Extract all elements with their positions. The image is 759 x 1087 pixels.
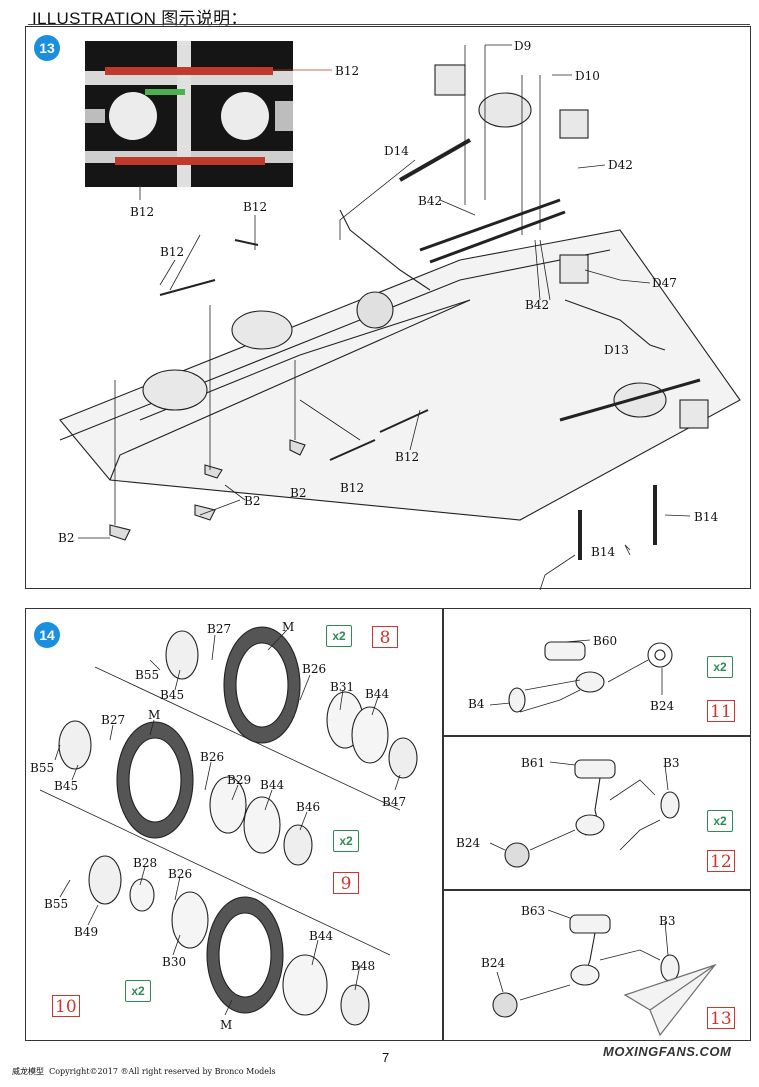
label-b30: B30 — [162, 955, 187, 969]
label-b48: B48 — [351, 959, 376, 973]
label-b4: B4 — [468, 697, 485, 711]
label-b44-a: B44 — [365, 687, 390, 701]
label-b2-a: B2 — [290, 486, 307, 500]
label-d47: D47 — [652, 276, 677, 290]
label-b14-b: B14 — [591, 545, 616, 559]
label-b12-d: B12 — [340, 481, 365, 495]
reference-photo-drawing — [85, 41, 293, 187]
label-b2-c: B2 — [58, 531, 75, 545]
watermark: MOXINGFANS.COM — [603, 1044, 732, 1059]
label-d14: D14 — [384, 144, 409, 158]
label-b45-a: B45 — [160, 688, 185, 702]
footer-copyright: 威龙模型 Copyright©2017 ®All right reserved … — [12, 1066, 276, 1077]
label-b49: B49 — [74, 925, 99, 939]
qty-badge-12: x2 — [707, 810, 733, 832]
label-b55-a: B55 — [135, 668, 160, 682]
qty-badge-10: x2 — [125, 980, 151, 1002]
set-box-8: 8 — [372, 626, 398, 648]
label-b24-sub12: B24 — [456, 836, 481, 850]
label-b12-photo-top: B12 — [335, 64, 360, 78]
label-b26-a: B26 — [302, 662, 327, 676]
set-box-10: 10 — [52, 995, 80, 1017]
label-m-a: M — [282, 620, 295, 634]
label-b29: B29 — [227, 773, 252, 787]
label-b60: B60 — [593, 634, 618, 648]
label-b3-sub12: B3 — [663, 756, 680, 770]
sub-11-panel — [443, 608, 751, 736]
label-b26-b: B26 — [200, 750, 225, 764]
set-box-12: 12 — [707, 850, 735, 872]
label-b47: B47 — [382, 795, 407, 809]
label-d13: D13 — [604, 343, 629, 357]
set-box-13: 13 — [707, 1007, 735, 1029]
label-b27-a: B27 — [207, 622, 232, 636]
label-b24-sub11: B24 — [650, 699, 675, 713]
label-b26-c: B26 — [168, 867, 193, 881]
label-b44-b: B44 — [260, 778, 285, 792]
label-b44-c: B44 — [309, 929, 334, 943]
label-m-b: M — [148, 708, 161, 722]
label-b28: B28 — [133, 856, 158, 870]
label-b12-a: B12 — [243, 200, 268, 214]
reference-photo — [85, 41, 293, 187]
qty-badge-8: x2 — [326, 625, 352, 647]
set-box-9: 9 — [333, 872, 359, 894]
label-b27-b: B27 — [101, 713, 126, 727]
label-b42-a: B42 — [418, 194, 443, 208]
footer-brand: 威龙模型 — [12, 1067, 44, 1076]
label-b55-c: B55 — [44, 897, 69, 911]
set-box-11: 11 — [707, 700, 735, 722]
label-b45-b: B45 — [54, 779, 79, 793]
step-13-badge: 13 — [34, 35, 60, 61]
label-b24-sub13: B24 — [481, 956, 506, 970]
label-b3-sub13: B3 — [659, 914, 676, 928]
page-header: ILLUSTRATION 图示说明： — [32, 9, 248, 28]
label-b61: B61 — [521, 756, 546, 770]
qty-badge-9: x2 — [333, 830, 359, 852]
label-b42-b: B42 — [525, 298, 550, 312]
label-m-c: M — [220, 1018, 233, 1032]
label-b12-b: B12 — [160, 245, 185, 259]
label-b12-c: B12 — [395, 450, 420, 464]
label-b63: B63 — [521, 904, 546, 918]
footer-copyright-text: Copyright©2017 ®All right reserved by Br… — [49, 1067, 276, 1076]
label-b46: B46 — [296, 800, 321, 814]
label-d9: D9 — [514, 39, 532, 53]
label-b55-b: B55 — [30, 761, 55, 775]
qty-badge-11: x2 — [707, 656, 733, 678]
step-14-badge: 14 — [34, 622, 60, 648]
label-b31: B31 — [330, 680, 355, 694]
label-b2-b: B2 — [244, 494, 261, 508]
header-rule — [28, 24, 750, 25]
label-d10: D10 — [575, 69, 600, 83]
label-b12-photo-bottom: B12 — [130, 205, 155, 219]
label-b14-a: B14 — [694, 510, 719, 524]
page-number: 7 — [382, 1050, 390, 1065]
label-d42: D42 — [608, 158, 633, 172]
